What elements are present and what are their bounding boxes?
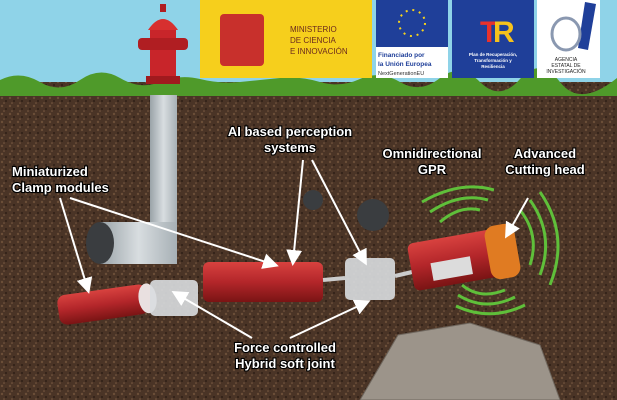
svg-text:NextGenerationEU: NextGenerationEU xyxy=(378,71,424,77)
pipe-hole xyxy=(357,199,389,231)
fire-hydrant xyxy=(138,4,188,84)
soft-joint-2 xyxy=(345,258,395,300)
perception-module xyxy=(203,262,323,302)
rock xyxy=(359,322,561,400)
pipe-hole xyxy=(303,190,323,210)
svg-text:R: R xyxy=(493,16,515,49)
gray-pipe xyxy=(86,95,177,264)
soft-joint-1 xyxy=(150,280,198,316)
logo-recovery-plan: T R Plan de Recuperación,Transformación … xyxy=(452,0,534,78)
callout-arrows xyxy=(59,159,529,339)
coat-of-arms-icon xyxy=(220,14,264,66)
svg-text:Plan de Recuperación,Transform: Plan de Recuperación,Transformación yRes… xyxy=(469,52,517,69)
gpr-waves xyxy=(421,185,560,316)
svg-text:T: T xyxy=(480,16,498,49)
eu-stars-icon xyxy=(398,9,426,37)
